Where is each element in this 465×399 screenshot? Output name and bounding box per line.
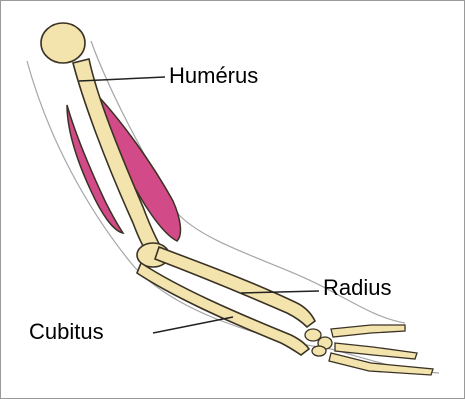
cubitus-leader-line [153,317,233,333]
finger-bone [331,325,405,337]
humerus-head [41,23,85,63]
radius-label: Radius [323,277,391,299]
carpal-bone [312,346,326,356]
carpal-bone [305,329,321,341]
cubitus-label: Cubitus [29,321,104,343]
humerus-label: Humérus [169,65,258,87]
